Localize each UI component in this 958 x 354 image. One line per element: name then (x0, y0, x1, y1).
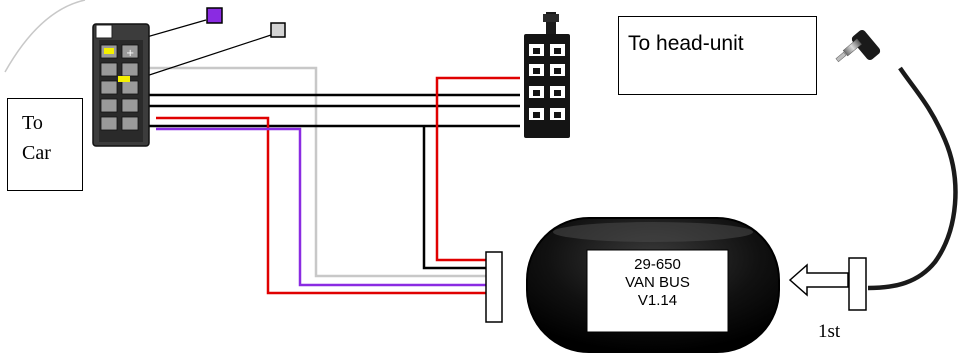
module-label-panel (586, 249, 729, 333)
first-label: 1st (818, 321, 841, 342)
red-wire-head-unit (435, 76, 520, 262)
red-wire-car (156, 116, 486, 295)
module-model: 29-650 (634, 256, 681, 273)
audio-jack-cable (867, 66, 958, 291)
jack-connector (848, 257, 867, 311)
grey-pointer-line (127, 33, 275, 83)
purple-square (206, 7, 223, 24)
module-bus: VAN BUS (625, 274, 690, 291)
grey-square (270, 22, 286, 38)
wires (148, 66, 958, 295)
background-arc (4, 0, 86, 73)
grey-wire (148, 66, 486, 278)
junction-connector (485, 251, 503, 323)
arrow-left-icon (788, 263, 849, 297)
head-unit-connector-icon (524, 12, 570, 138)
to-car-label: To Car (7, 98, 83, 191)
module-version: V1.14 (637, 292, 678, 309)
audio-jack-icon (835, 30, 881, 63)
module-label-text: 29-650 VAN BUS V1.14 (587, 256, 728, 310)
to-head-unit-label: To head-unit (618, 16, 817, 95)
black-wire-car-stub (148, 93, 160, 128)
purple-wire (156, 127, 486, 287)
iso-connector-icon: + (92, 23, 150, 147)
black-wire-branch (422, 126, 486, 270)
svg-text:+: + (126, 48, 134, 59)
